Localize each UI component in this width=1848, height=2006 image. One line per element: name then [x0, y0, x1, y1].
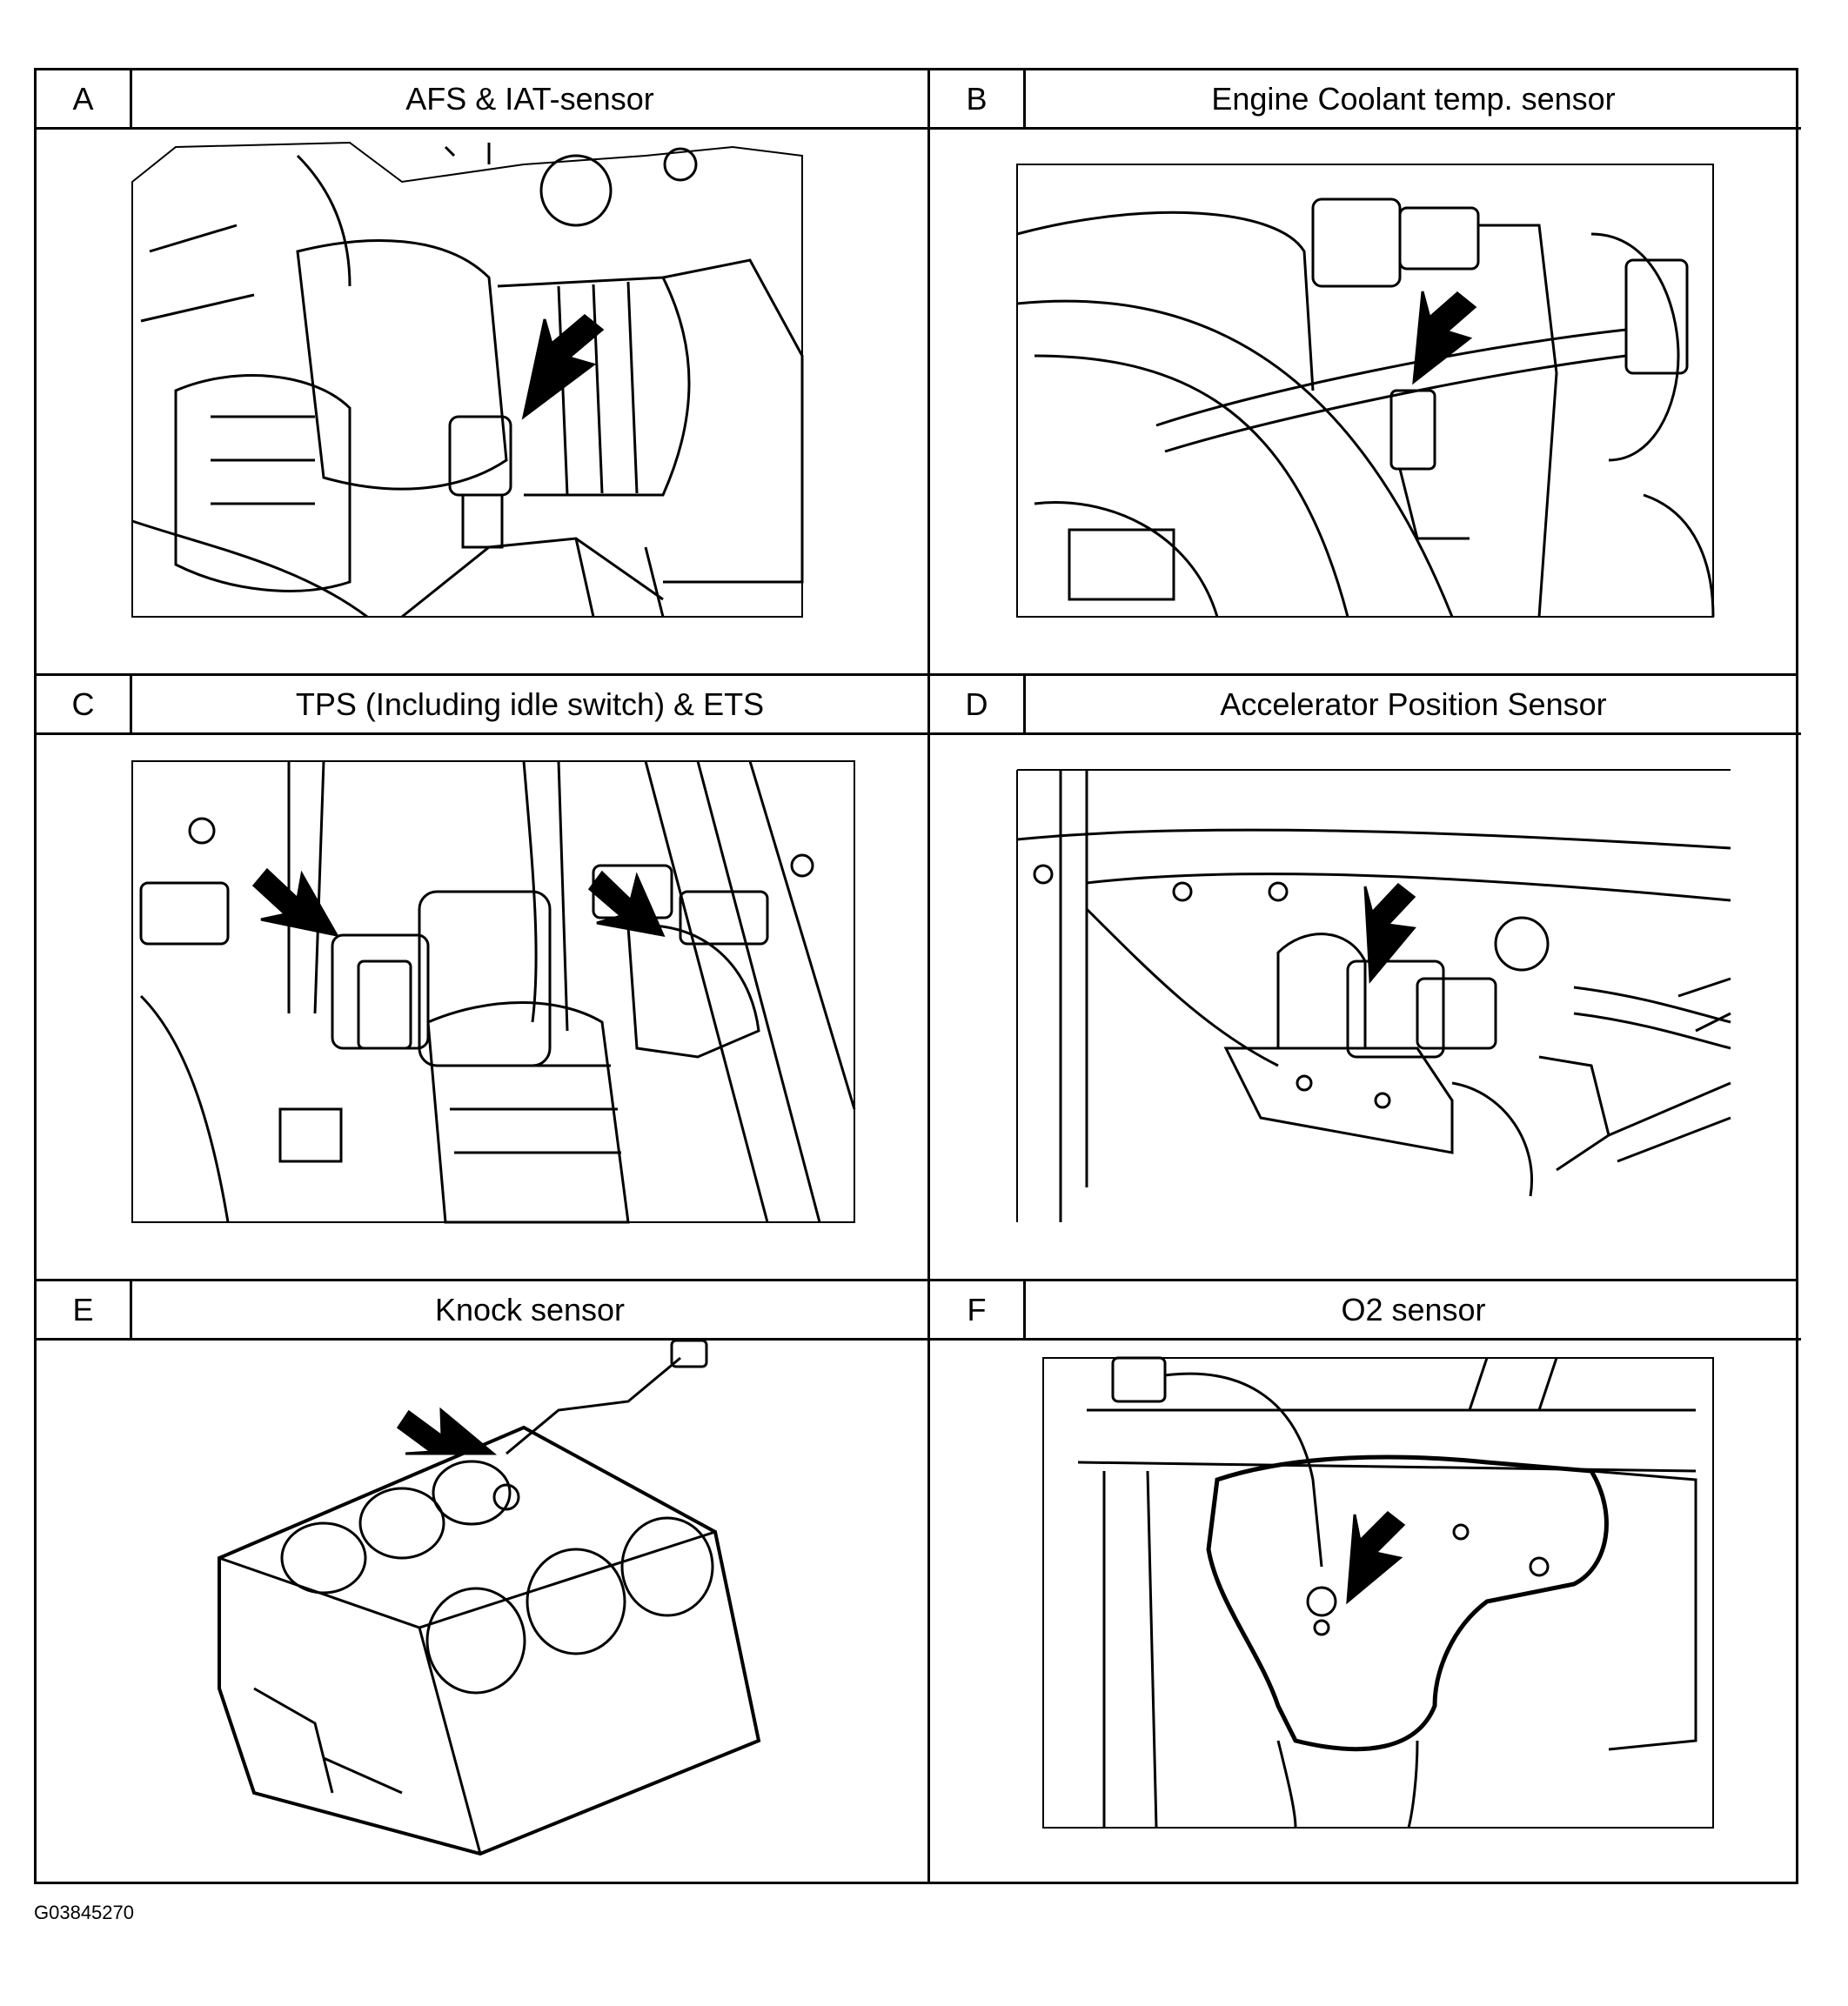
panel-b: B Engine Coolant temp. sensor	[930, 70, 1801, 673]
panel-title: Engine Coolant temp. sensor	[1211, 80, 1616, 117]
figure-code: G03845270	[34, 1902, 134, 1923]
row-divider	[37, 1279, 1796, 1281]
panel-header: F O2 sensor	[930, 1281, 1801, 1341]
afs-iat-sensor-illustration	[37, 130, 927, 673]
pointer-arrow	[1412, 291, 1477, 385]
panel-d: D Accelerator Position Sensor	[930, 676, 1801, 1279]
sensor-locations-figure: A AFS & IAT-sensor	[34, 68, 1801, 1884]
panel-title: O2 sensor	[1341, 1291, 1486, 1327]
o2-sensor-illustration	[930, 1341, 1801, 1884]
pointer-arrow	[521, 314, 605, 420]
pointer-arrow	[396, 1407, 498, 1455]
panel-title: AFS & IAT-sensor	[405, 80, 654, 117]
pointer-arrow	[1363, 882, 1416, 984]
pointer-arrow	[251, 867, 339, 938]
panel-f: F O2 sensor	[930, 1281, 1801, 1884]
panel-letter: D	[930, 676, 1026, 732]
panel-header: A AFS & IAT-sensor	[37, 70, 927, 130]
panel-c: C TPS (Including idle switch) & ETS	[37, 676, 927, 1279]
panel-header: C TPS (Including idle switch) & ETS	[37, 676, 927, 735]
panel-letter: B	[930, 70, 1026, 127]
panel-header: E Knock sensor	[37, 1281, 927, 1341]
panel-title: Accelerator Position Sensor	[1220, 685, 1607, 722]
panel-a: A AFS & IAT-sensor	[37, 70, 927, 673]
panel-e: E Knock sensor	[37, 1281, 927, 1884]
accelerator-position-sensor-illustration	[930, 735, 1801, 1279]
panel-title: TPS (Including idle switch) & ETS	[295, 685, 765, 722]
panel-letter: F	[930, 1281, 1026, 1338]
panel-title: Knock sensor	[434, 1291, 626, 1327]
panel-letter: C	[37, 676, 132, 732]
knock-sensor-illustration	[37, 1341, 927, 1884]
pointer-arrow	[587, 870, 666, 937]
panel-letter: A	[37, 70, 132, 127]
coolant-temp-sensor-illustration	[930, 130, 1801, 673]
pointer-arrow	[1346, 1511, 1406, 1605]
panel-header: B Engine Coolant temp. sensor	[930, 70, 1801, 130]
tps-ets-illustration	[37, 735, 927, 1279]
panel-letter: E	[37, 1281, 132, 1338]
row-divider	[37, 673, 1796, 676]
panel-header: D Accelerator Position Sensor	[930, 676, 1801, 735]
column-divider	[927, 70, 930, 1882]
